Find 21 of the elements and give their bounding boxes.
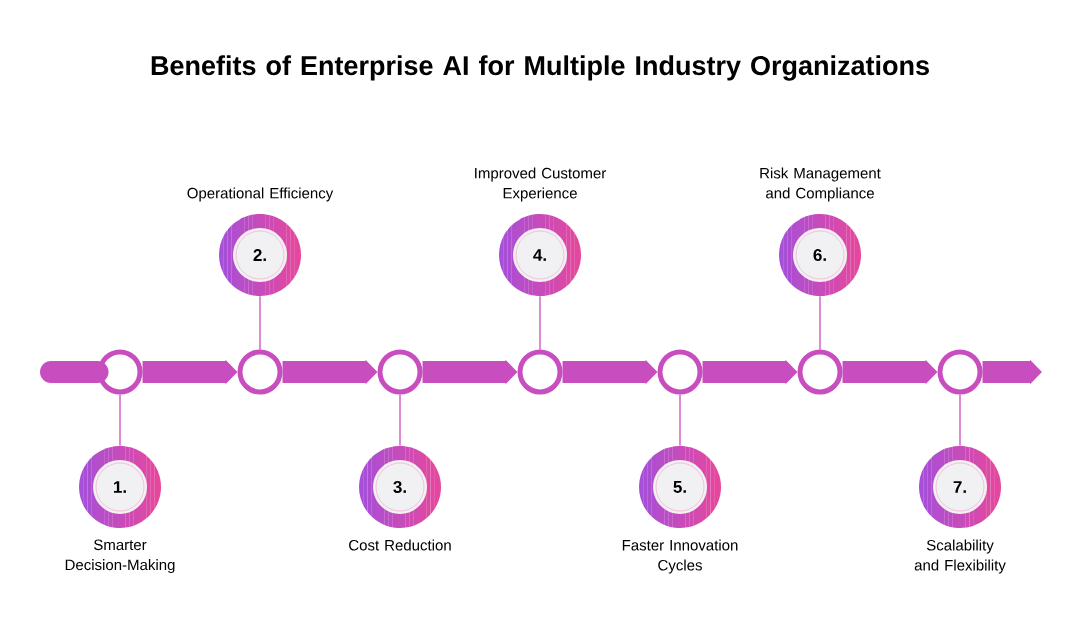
connector-line: [119, 393, 121, 447]
caption-text: Risk Management and Compliance: [760, 167, 881, 202]
ring-marker: [517, 349, 563, 395]
connector-line: [679, 393, 681, 447]
ring-marker: [377, 349, 423, 395]
caption-text: Scalability and Flexibility: [914, 539, 1006, 574]
ring-marker: [937, 349, 983, 395]
connector-line: [959, 393, 961, 447]
caption-text: Operational Efficiency: [187, 187, 334, 202]
connector-line: [399, 393, 401, 447]
ring-marker: [237, 349, 283, 395]
caption-text: Cost Reduction: [349, 539, 451, 551]
caption-text: Faster Innovation Cycles: [622, 539, 738, 574]
caption-text: Improved Customer Experience: [475, 167, 606, 202]
connector-line: [259, 295, 261, 351]
title: Benefits of Enterprise AI for Multiple Industry Organizations: [151, 55, 929, 81]
caption-text: Smarter Decision-Making: [65, 539, 175, 574]
connector-line: [539, 295, 541, 351]
connector-line: [819, 295, 821, 351]
ring-marker: [657, 349, 703, 395]
ring-marker: [797, 349, 843, 395]
